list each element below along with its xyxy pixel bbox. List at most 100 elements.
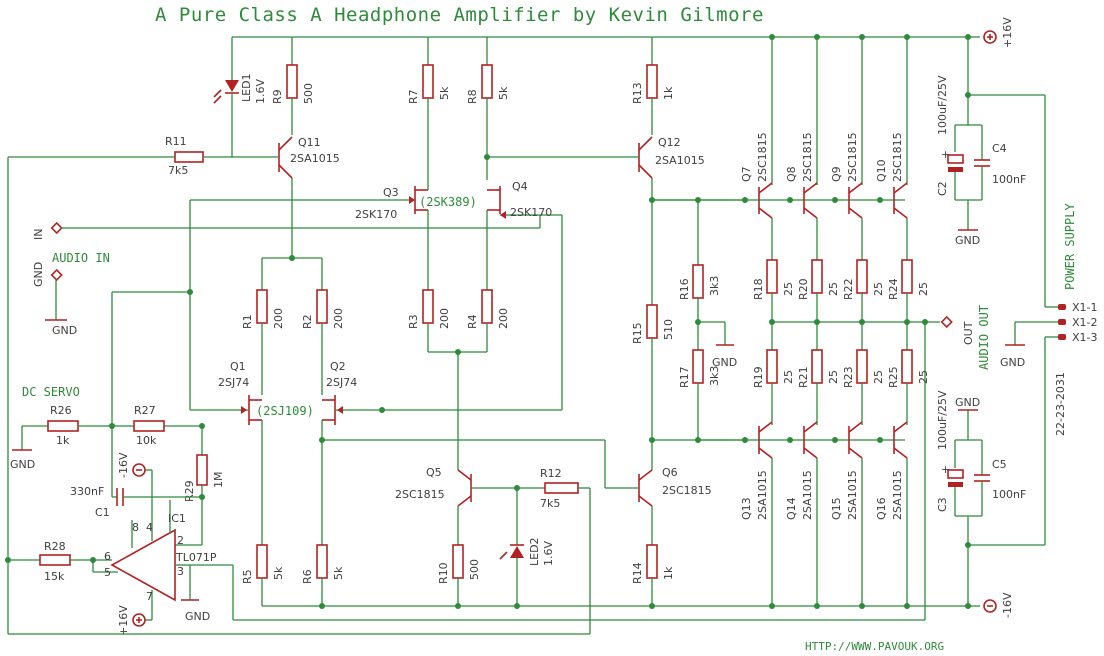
r3-value: 200 <box>438 308 451 329</box>
c2-value: 100uF/25V <box>936 75 949 135</box>
q2-jfet <box>321 395 562 545</box>
q11-collector-split <box>261 255 323 290</box>
q9-name: Q9 <box>830 166 843 182</box>
r22-name: R22 <box>842 278 855 300</box>
r8-name: R8 <box>466 89 479 104</box>
r15-name: R15 <box>631 322 644 344</box>
r7-name: R7 <box>407 89 420 104</box>
r23-value: 25 <box>872 370 885 384</box>
positive-rail <box>232 30 997 44</box>
r13-resistor <box>646 37 658 135</box>
plus16v-rail-label: +16V <box>1001 17 1014 48</box>
q15-name: Q15 <box>830 497 843 520</box>
servo-plus16v-label: +16V <box>117 605 130 636</box>
r18-name: R18 <box>752 278 765 300</box>
r15-value: 510 <box>662 319 675 340</box>
r26-value: 1k <box>56 434 70 447</box>
output-stage-wiring <box>652 199 940 620</box>
minus16v-rail-label: -16V <box>1001 592 1014 618</box>
c3-capacitor: + <box>941 463 964 516</box>
r21-resistor <box>811 349 823 425</box>
gnd-symbol <box>45 300 67 321</box>
q10-value: 2SC1815 <box>891 132 904 182</box>
r14-resistor <box>646 544 658 609</box>
out-label: OUT <box>962 321 975 345</box>
c4-capacitor <box>974 159 990 200</box>
r23-resistor <box>856 349 868 425</box>
r25-value: 25 <box>917 370 930 384</box>
r16-name: R16 <box>678 278 691 300</box>
q4-value: 2SK170 <box>510 206 552 219</box>
q9-value: 2SC1815 <box>846 132 859 182</box>
negative-rail <box>262 599 997 613</box>
r17-value: 3k3 <box>708 366 721 386</box>
r28-resistor <box>8 554 96 572</box>
r20-name: R20 <box>797 278 810 300</box>
q12-transistor <box>484 136 655 305</box>
r1-resistor <box>256 289 268 395</box>
q7-value: 2SC1815 <box>756 132 769 182</box>
audio-in-connector[interactable] <box>50 215 541 300</box>
r27-value: 10k <box>136 434 157 447</box>
q5-value: 2SC1815 <box>395 488 445 501</box>
c1-capacitor <box>111 426 205 506</box>
r2-resistor <box>316 289 328 395</box>
audio-out-connector[interactable] <box>940 315 953 329</box>
q12-value: 2SA1015 <box>655 154 705 167</box>
c3-value: 100uF/25V <box>936 390 949 450</box>
ic1-value: TL071P <box>175 551 217 564</box>
c5-capacitor <box>974 474 990 516</box>
led2-name: LED2 <box>528 537 541 566</box>
q16-transistor <box>877 421 910 609</box>
r5-value: 5k <box>272 566 285 580</box>
r22-value: 25 <box>872 282 885 296</box>
q12-name: Q12 <box>658 136 681 149</box>
q4-jfet <box>486 186 563 410</box>
r26-name: R26 <box>50 404 72 417</box>
q1-value: 2SJ74 <box>218 376 249 389</box>
website-url[interactable]: HTTP://WWW.PAVOUK.ORG <box>805 640 944 653</box>
c1-name: C1 <box>95 506 110 519</box>
q8-name: Q8 <box>785 166 798 182</box>
r4-resistor <box>481 289 493 352</box>
output-feedback-loop <box>5 157 925 635</box>
x1-3-label: X1-3 <box>1072 331 1098 344</box>
r21-value: 25 <box>827 370 840 384</box>
r12-value: 7k5 <box>540 497 560 510</box>
r13-value: 1k <box>662 86 675 100</box>
gnd-ic-label: GND <box>185 610 210 623</box>
q8-transistor <box>787 34 820 260</box>
svg-text:+: + <box>941 463 950 476</box>
r24-resistor <box>901 259 913 350</box>
in-label: IN <box>32 229 45 240</box>
r4-value: 200 <box>497 308 510 329</box>
r11-resistor <box>8 151 278 163</box>
led1-value: 1.6V <box>254 79 267 104</box>
q13-name: Q13 <box>740 497 753 520</box>
ic1-pin-5: 5 <box>104 566 111 579</box>
q3-jfet <box>190 180 429 290</box>
c2-name: C2 <box>936 181 949 196</box>
gnd-servo-label: GND <box>10 458 35 471</box>
r11-name: R11 <box>165 135 187 148</box>
x1-1-label: X1-1 <box>1072 301 1098 314</box>
c4-value: 100nF <box>992 173 1026 186</box>
audio-in-label: AUDIO IN <box>52 251 110 265</box>
part-number-label: 22-23-2031 <box>1054 372 1067 436</box>
r20-value: 25 <box>827 282 840 296</box>
page-title: A Pure Class A Headphone Amplifier by Ke… <box>155 4 764 26</box>
q9-transistor <box>832 34 865 260</box>
q11-transistor <box>278 136 293 258</box>
ic1-pin-2: 2 <box>177 534 184 547</box>
r16-value: 3k3 <box>708 276 721 296</box>
q5-transistor <box>457 469 545 545</box>
power-connector-x1[interactable] <box>1005 95 1066 545</box>
r12-resistor <box>544 482 590 494</box>
r1-value: 200 <box>272 308 285 329</box>
q14-name: Q14 <box>785 497 798 520</box>
q1-q2-pair-label: (2SJ109) <box>256 404 314 418</box>
r2-value: 200 <box>332 308 345 329</box>
r26-resistor <box>12 420 134 451</box>
r5-name: R5 <box>241 569 254 584</box>
